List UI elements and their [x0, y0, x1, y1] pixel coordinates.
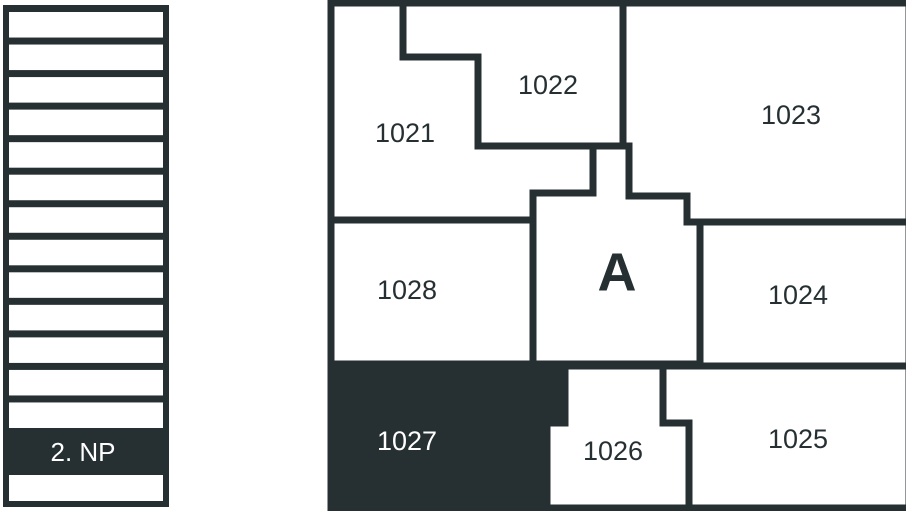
room-1025[interactable]	[659, 362, 906, 511]
floor-row[interactable]	[9, 337, 163, 363]
room-label-1028: 1028	[377, 275, 437, 305]
floor-row[interactable]	[9, 272, 163, 298]
room-1024[interactable]	[696, 218, 906, 370]
floor-selected-label: 2. NP	[50, 437, 115, 467]
floor-row[interactable]	[9, 239, 163, 266]
floor-row[interactable]	[9, 77, 163, 103]
floor-row[interactable]	[9, 369, 163, 396]
room-label-1021: 1021	[375, 118, 435, 148]
room-label-A: A	[598, 242, 637, 302]
floor-row[interactable]	[9, 207, 163, 233]
room-label-1024: 1024	[768, 280, 828, 310]
floor-plan: 1021 1022 1023 A 1028 1024 1027 1026 102…	[327, 0, 906, 511]
floor-selector: 2. NP	[3, 5, 169, 507]
room-label-1026: 1026	[583, 436, 643, 466]
room-1027-selected[interactable]	[327, 362, 569, 511]
floor-selected[interactable]	[3, 435, 169, 473]
floor-row[interactable]	[9, 475, 163, 501]
room-label-1023: 1023	[761, 100, 821, 130]
floor-row[interactable]	[9, 304, 163, 331]
floor-row[interactable]	[9, 12, 163, 38]
room-label-1022: 1022	[518, 70, 578, 100]
floor-row[interactable]	[9, 44, 163, 71]
floor-row[interactable]	[9, 142, 163, 168]
floor-row[interactable]	[9, 174, 163, 201]
room-label-1027: 1027	[377, 426, 437, 456]
floor-row[interactable]	[9, 402, 163, 428]
floor-row[interactable]	[9, 109, 163, 136]
room-label-1025: 1025	[768, 424, 828, 454]
